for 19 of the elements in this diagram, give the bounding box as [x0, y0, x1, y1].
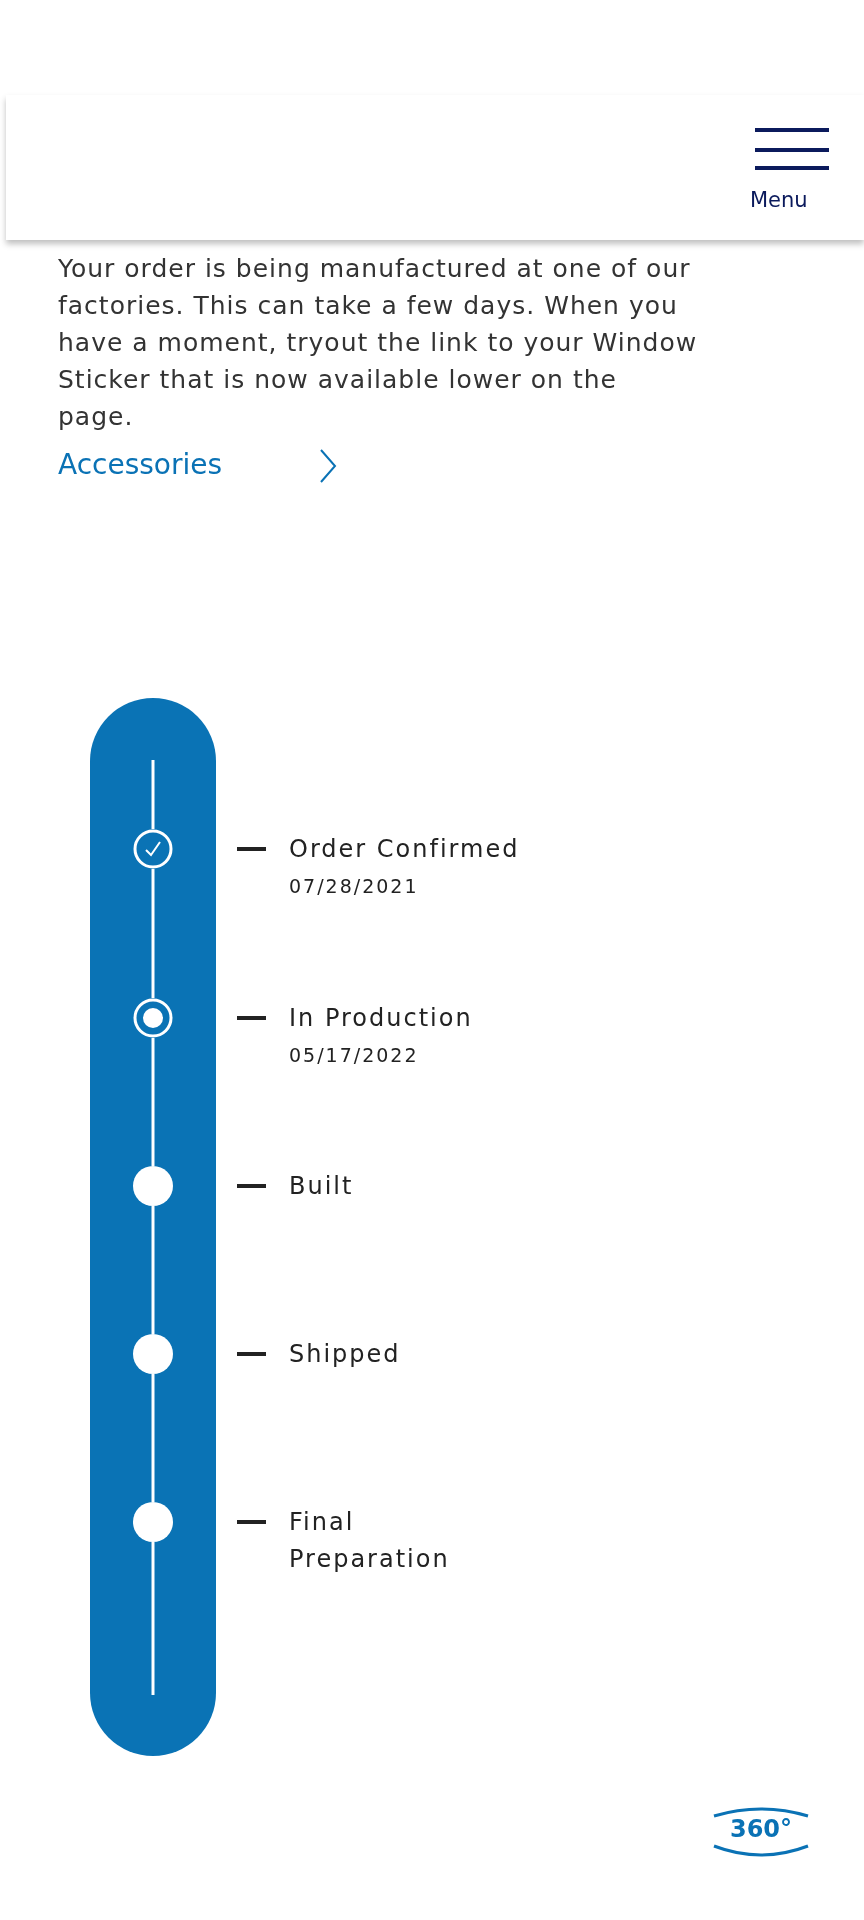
step-label: Final Preparation — [289, 1507, 451, 1575]
progress-line — [151, 869, 155, 998]
check-circle-icon — [133, 829, 266, 869]
progress-line — [151, 1206, 155, 1334]
step-date: 05/17/2022 — [289, 1043, 420, 1068]
step-circle-icon — [133, 1502, 266, 1542]
progress-line — [151, 1374, 155, 1502]
step-label: Order Confirmed — [289, 834, 521, 865]
step-circle-icon — [133, 1166, 266, 1206]
step-label: In Production — [289, 1003, 474, 1034]
progress-line — [151, 1038, 155, 1166]
step-label: Built — [289, 1171, 355, 1202]
menu-label: Menu — [750, 188, 808, 212]
step-label: Shipped — [289, 1339, 402, 1370]
step-circle-icon — [133, 1334, 266, 1374]
step-date: 07/28/2021 — [289, 874, 420, 899]
accessories-link: Accessories — [58, 448, 223, 481]
current-step-icon — [133, 998, 266, 1038]
description-text: Your order is being manufactured at one of our factories. This can take a few days. When you have a moment, tryout the link to your Window Sticker that is now available lower on the page. — [58, 253, 698, 433]
